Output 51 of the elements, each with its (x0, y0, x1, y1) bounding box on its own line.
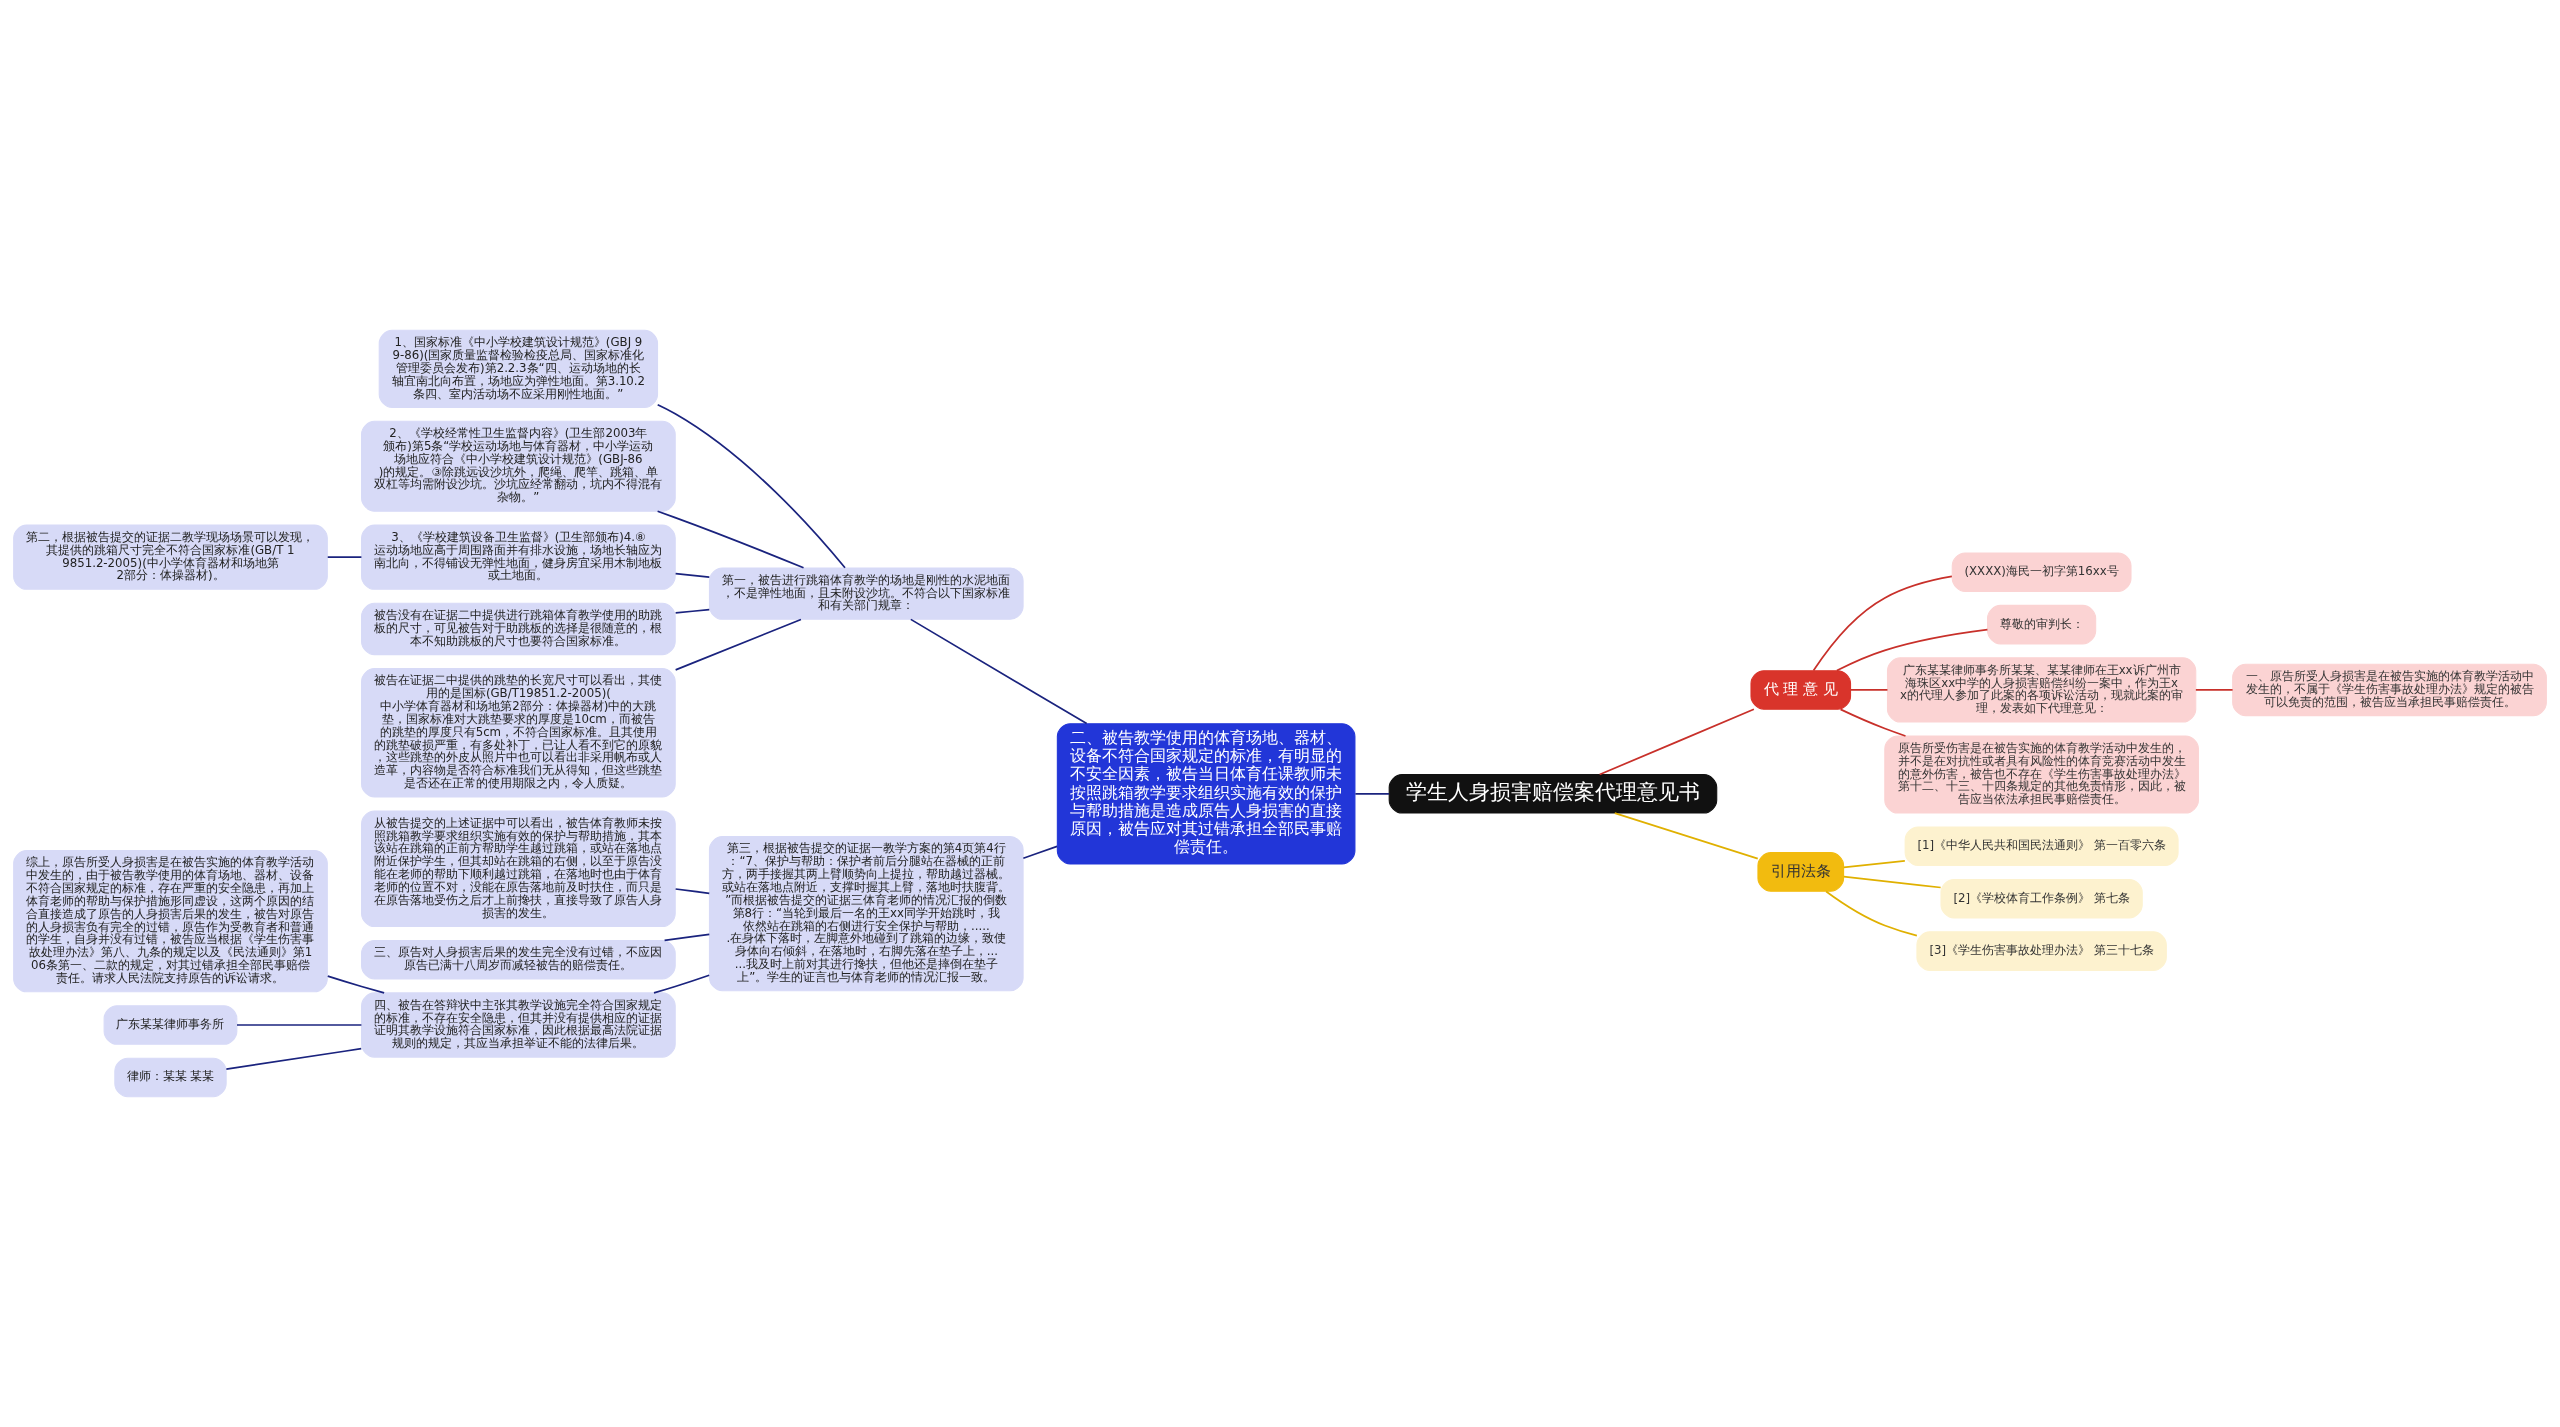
connector (1842, 875, 1942, 889)
connector (1598, 708, 1755, 776)
connector (1354, 792, 1390, 795)
connector (653, 974, 711, 994)
connector (656, 403, 846, 569)
node-box: 第一，被告进行跳箱体育教学的场地是刚性的水泥地面，不是弹性地面，且未附设沙坑。不符合以下国家标准和有关部门规章： (708, 567, 1024, 620)
node-box: 从被告提交的上述证据中可以看出，被告体育教师未按照跳箱教学要求组织实施有效的保护与帮助措施，其本该站在跳箱的正前方帮助学生越过跳箱，或站在落地点附近保护学生，但其却站在跳箱的右侧，以至于原告没能在老师的帮助下顺利越过跳箱，在落地时也由于体育老师的位置不对，没能在原告落地前及时扶住，而只是在原告落地受伤之后才上前搀扶，直接导致了原告人身损害的发生。 (361, 810, 676, 928)
node-box: 律师：某某 某某 (114, 1057, 227, 1098)
connector (674, 608, 711, 614)
node-box: [1]《中华人民共和国民法通则》 第一百零六条 (1904, 826, 2179, 867)
connector (1839, 708, 1907, 737)
node-box: 二、被告教学使用的体育场地、器材、设备不符合国家规定的标准，有明显的不安全因素，被告当日体育任课教师未按照跳箱教学要求组织实施有效的保护与帮助措施是造成原告人身损害的直接原因，被告应对其过错承担全部民事赔偿责任。 (1056, 723, 1356, 865)
node-box: 四、被告在答辩状中主张其教学设施完全符合国家规定的标准，不存在安全隐患，但其并没有提供相应的证据证明其教学设施符合国家标准，因此根据最高法院证据规则的规定，其应当承担举证不能的法律后果。 (361, 992, 676, 1058)
node-box: [3]《学生伤害事故处理办法》 第三十七条 (1916, 931, 2167, 971)
node-box: 综上，原告所受人身损害是在被告实施的体育教学活动中发生的，由于被告教学使用的体育场地、器材、设备不符合国家规定的标准，存在严重的安全隐患，再加上体育老师的帮助与保护措施形同虚设，这两个原因的结合直接造成了原告的人身损害后果的发生，被告对原告的人身损害负有完全的过错，原告作为受教育者和普通的学生，自身并没有过错，被告应当根据《学生伤害事故处理办法》第八、九条的规定以及《民法通则》第106条第一、二款的规定，对其过错承担全部民事赔偿责任。请求人民法院支持原告的诉讼请求。 (13, 850, 328, 993)
node-box: 引用法条 (1757, 852, 1845, 892)
connector (1842, 860, 1906, 869)
node-box: 广东某某律师事务所某某、某某律师在王xx诉广州市海珠区xx中学的人身损害赔偿纠纷一案中，作为王xx的代理人参加了此案的各项诉讼活动，现就此案的审理，发表如下代理意见： (1886, 657, 2197, 723)
node-box: 代 理 意 见 (1750, 670, 1852, 710)
node-box: 第二，根据被告提交的证据二教学现场场景可以发现，其提供的跳箱尺寸完全不符合国家标准(GB/T 19851.2-2005)(中小学体育器材和场地第2部分：体操器材)。 (13, 524, 328, 590)
connector (225, 1047, 363, 1070)
node-box: 尊敬的审判长： (1987, 604, 2097, 645)
connector (909, 618, 1088, 725)
connector (1613, 812, 1759, 860)
connector (326, 556, 363, 559)
connector (326, 975, 385, 994)
node-box: 3、《学校建筑设备卫生监督》(卫生部颁布)4.⑧运动场地应高于周围路面并有排水设施，场地长轴应为南北向，不得铺设无弹性地面，健身房宜采用木制地板或土地面。 (361, 524, 676, 590)
connector (656, 510, 805, 569)
connector (674, 888, 711, 895)
connector (1825, 890, 1918, 937)
connector (663, 933, 711, 942)
node-box: 被告在证据二中提供的跳垫的长宽尺寸可以看出，其使用的是国标(GB/T19851.2-2005)(中小学体育器材和场地第2部分：体操器材)中的大跳垫，国家标准对大跳垫要求的厚度是10cm，而被告的跳垫的厚度只有5cm，不符合国家标准。且其使用的跳垫破损严重，有多处补丁，已让人看不到它的原貌，这些跳垫的外皮从照片中也可以看出非采用帆布或人造革，内容物是否符合标准我们无从得知，但这些跳垫是否还在正常的使用期限之内，令人质疑。 (361, 668, 676, 798)
node-box: 第三，根据被告提交的证据一教学方案的第4页第4行：“7、保护与帮助：保护者前后分腿站在器械的正前方，两手接握其两上臂顺势向上提拉，帮助越过器械。或站在落地点附近，支撑时握其上臂，落地时扶腹背。”而根据被告提交的证据三体育老师的情况汇报的倒数第8行：“当轮到最后一名的王xx同学开始跳时，我依然站在跳箱的右侧进行安全保护与帮助，......在身体下落时，左脚意外地碰到了跳箱的边缘，致使身体向右倾斜，在落地时，右脚先落在垫子上，......我及时上前对其进行搀扶，但他还是摔倒在垫子上”。学生的证言也与体育老师的情况汇报一致。 (708, 836, 1024, 992)
connector (1849, 689, 1889, 691)
node-box: 1、国家标准《中小学校建筑设计规范》(GBJ 99-86)(国家质量监督检验检疫总局、国家标准化管理委员会发布)第2.2.3条“四、运动场地的长轴宜南北向布置，场地应为弹性地面。第3.10.2条四、室内活动场不应采用刚性地面。” (378, 329, 659, 408)
node-box: 广东某某律师事务所 (103, 1005, 238, 1045)
connector (2195, 689, 2234, 691)
node-box: 2、《学校经常性卫生监督内容》(卫生部2003年颁布)第5条“学校运动场地与体育器材，中小学运动场地应符合《中小学校建筑设计规范》(GBJ-86)的规定。③除跳远设沙坑外，爬绳、爬竿、跳箱、单双杠等均需附设沙坑。沙坑应经常翻动，坑内不得混有杂物。” (361, 420, 676, 512)
connector (1836, 628, 1989, 672)
node-box: 一、原告所受人身损害是在被告实施的体育教学活动中发生的，不属于《学生伤害事故处理办法》规定的被告可以免责的范围，被告应当承担民事赔偿责任。 (2232, 663, 2547, 717)
connector (674, 618, 802, 671)
connector (1812, 575, 1953, 672)
connector (1022, 845, 1058, 860)
node-box: 学生人身损害赔偿案代理意见书 (1388, 774, 1718, 814)
node-box: (XXXX)海民一初字第16xx号 (1951, 552, 2132, 592)
connector (236, 1024, 363, 1026)
node-box: 三、原告对人身损害后果的发生完全没有过错，不应因原告已满十八周岁而减轻被告的赔偿责任。 (361, 939, 676, 980)
node-box: 原告所受伤害是在被告实施的体育教学活动中发生的，并不是在对抗性或者具有风险性的体育竞赛活动中发生的意外伤害，被告也不存在《学生伤害事故处理办法》第十二、十三、十四条规定的其他免责情形，因此，被告应当依法承担民事赔偿责任。 (1884, 735, 2199, 814)
node-box: 被告没有在证据二中提供进行跳箱体育教学使用的助跳板的尺寸，可见被告对于助跳板的选择是很随意的，根本不知助跳板的尺寸也要符合国家标准。 (361, 602, 676, 656)
connector (674, 572, 711, 579)
node-box: [2]《学校体育工作条例》 第七条 (1940, 878, 2143, 919)
